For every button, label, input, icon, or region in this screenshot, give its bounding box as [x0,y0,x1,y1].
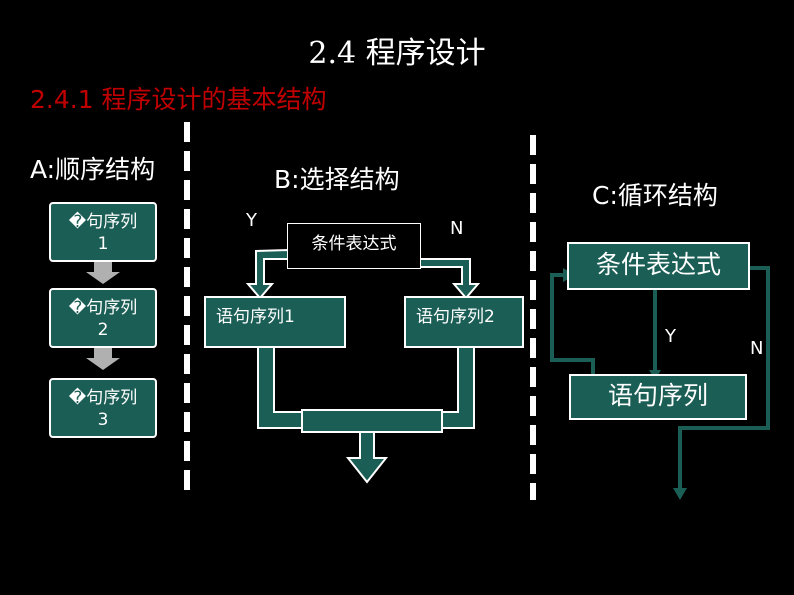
join-pipe-right [441,345,475,429]
section-a-heading: A:顺序结构 [30,155,156,184]
loop-back-line [550,273,595,374]
branch-box-1: 语句序列1 [204,296,346,348]
exit-arrowhead [673,488,687,500]
sequence-box-3-number: 3 [97,410,109,430]
section-subtitle: 2.4.1 程序设计的基本结构 [30,85,327,114]
sequence-box-2: �句序列 2 [49,288,157,348]
exit-arrow [345,431,389,484]
down-arrow-1 [86,262,120,284]
loop-condition-box: 条件表达式 [567,242,750,290]
sequence-box-3: �句序列 3 [49,378,157,438]
down-arrow-2 [86,348,120,370]
join-pipe-left [257,345,303,429]
section-b-heading: B:选择结构 [274,165,400,194]
no-exit-line [678,266,770,492]
page-title: 2.4 程序设计 [308,36,486,71]
section-c-heading: C:循环结构 [592,181,718,210]
sequence-box-1-label: �句序列 [68,212,138,232]
loop-flow [550,266,770,492]
selection-condition-box: 条件表达式 [287,223,421,269]
selection-no-label: N [450,218,464,239]
no-branch-pipe [419,250,481,300]
sequence-box-2-label: �句序列 [68,298,138,318]
sequence-box-3-label: �句序列 [68,388,138,408]
sequence-box-1-number: 1 [97,234,109,254]
loop-body-box: 语句序列 [569,374,747,420]
loop-yes-label: Y [665,326,676,347]
selection-flow [245,248,481,484]
sequence-box-1: �句序列 1 [49,202,157,262]
yes-branch-pipe [245,248,289,300]
join-collector [301,409,443,433]
loop-no-label: N [750,338,764,359]
sequence-box-2-number: 2 [97,320,109,340]
selection-yes-label: Y [246,210,257,231]
branch-box-2: 语句序列2 [404,296,524,348]
